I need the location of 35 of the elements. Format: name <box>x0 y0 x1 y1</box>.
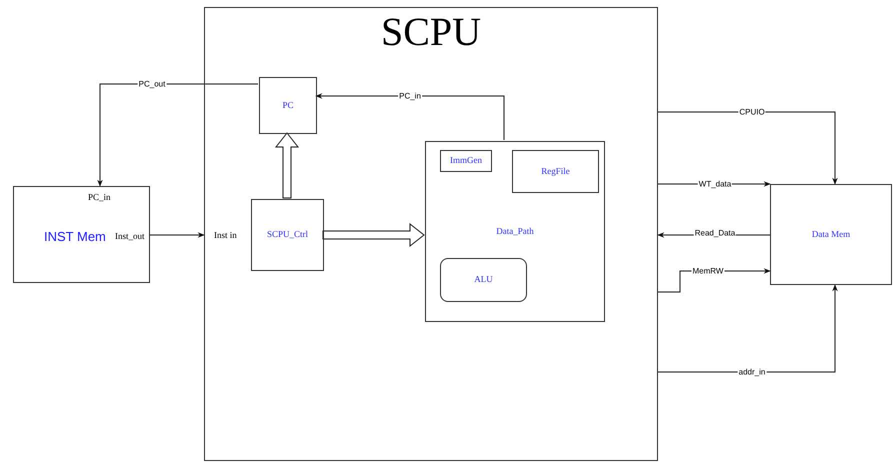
arrow <box>315 93 504 140</box>
port-label: PC_in <box>88 191 111 204</box>
datapath-box <box>425 141 605 322</box>
control-box <box>251 199 324 271</box>
node-label: PC <box>282 98 294 112</box>
node-label: RegFile <box>541 164 570 178</box>
block-label: INST Mem <box>44 228 106 246</box>
hollow-arrow <box>322 222 425 248</box>
hollow-arrow <box>274 132 300 198</box>
edge-label: addr_in <box>738 368 766 376</box>
arrow <box>658 284 838 372</box>
port-label: Inst in <box>214 229 237 242</box>
unit-box <box>440 150 492 172</box>
edge-label: WT_data <box>698 180 732 188</box>
register-box <box>259 77 317 134</box>
node-label: Data_Path <box>496 224 534 238</box>
arrow <box>150 232 205 238</box>
node-label: SCPU_Ctrl <box>266 228 308 242</box>
cpu-block <box>204 7 658 461</box>
unit-box <box>512 150 599 193</box>
edge-label: MemRW <box>692 266 724 276</box>
edge-label: PC_out <box>138 80 166 88</box>
arrow <box>658 112 838 185</box>
node-label: Data Mem <box>812 228 850 241</box>
memory-box <box>770 184 892 285</box>
arrow <box>97 84 258 187</box>
edge-label: CPUIO <box>738 108 766 116</box>
alu-box <box>440 258 527 302</box>
port-label: Inst_out <box>115 230 145 243</box>
node-label: ImmGen <box>450 154 482 168</box>
node-label: ALU <box>474 273 493 286</box>
edge-label: Read_Data <box>694 228 736 238</box>
edge-label: PC_in <box>398 92 422 100</box>
block-title: SCPU <box>381 12 482 52</box>
memory-box <box>13 186 150 283</box>
